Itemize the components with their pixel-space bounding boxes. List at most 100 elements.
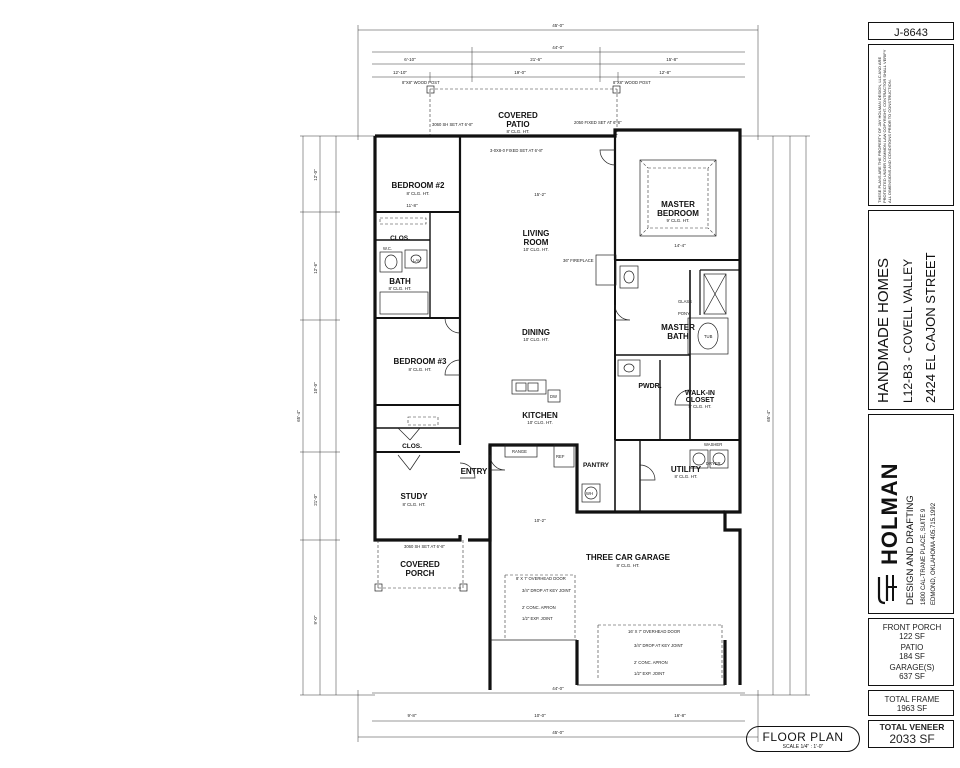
label-bedroom-2: BEDROOM #2 [392, 181, 445, 190]
dim-left-a: 12'-0" [313, 169, 318, 181]
patio-label: PATIO [900, 643, 924, 652]
designer-line1: DESIGN AND DRAFTING [905, 495, 916, 605]
dim-bottom-a: 9'-8" [408, 713, 417, 718]
label-walk-in: WALK-IN [685, 390, 715, 397]
dim-garage-w: 10'-2" [534, 518, 546, 523]
note-apron-2: 2' CONC. APRON [634, 660, 668, 665]
note-wc: W.C. [383, 246, 392, 251]
exterior-walls [373, 128, 742, 690]
sheet-title: FLOOR PLAN [762, 730, 844, 744]
label-kitchen-sub: 10' CLG. HT. [527, 420, 553, 425]
label-living: LIVING [523, 229, 550, 238]
dim-bed2-w: 11'-8" [406, 203, 418, 208]
interior-walls [375, 136, 740, 512]
note-tub: TUB [704, 334, 713, 339]
label-master-bath: MASTER [661, 323, 695, 332]
note-apron-1: 2' CONC. APRON [522, 605, 556, 610]
note-fireplace: 36" FIREPLACE [563, 258, 594, 263]
total-veneer-label: TOTAL VENEER [879, 722, 945, 732]
designer-name: HOLMAN [877, 462, 902, 565]
door-swings [397, 149, 691, 481]
label-dining: DINING [522, 328, 550, 337]
note-window-master: 2050 FIXED SET AT 6'-8" [574, 120, 622, 125]
label-master-bedroom-sub: 9' CLG. HT. [666, 218, 689, 223]
project-box: HANDMADE HOMES L12-B3 - COVELL VALLEY 24… [868, 210, 954, 410]
label-pantry: PANTRY [583, 462, 610, 469]
project-address: 2424 EL CAJON STREET [923, 252, 938, 403]
dim-patio-a: 12'-10" [393, 70, 407, 75]
dim-left-b: 12'-6" [313, 262, 318, 274]
label-utility: UTILITY [671, 465, 702, 474]
total-veneer-value: 2033 SF [889, 732, 935, 746]
total-frame-value: 1963 SF [896, 704, 928, 713]
dim-top-c: 15'-8" [666, 57, 678, 62]
note-ref: REF [556, 454, 565, 459]
note-range: RANGE [512, 449, 527, 454]
copyright-box: THESE PLANS ARE THE PROPERTY OF JAY HOLM… [868, 44, 954, 206]
dim-bottom-overall: 44'-0" [552, 686, 564, 691]
label-bath-sub: 8' CLG. HT. [388, 286, 411, 291]
note-overhead-door-2: 16' X 7' OVERHEAD DOOR [628, 629, 680, 634]
label-kitchen: KITCHEN [522, 411, 558, 420]
note-window-porch: 3060 SH SET AT 6'-8" [404, 544, 445, 549]
note-exp-2: 1/2" EXP. JOINT [634, 671, 665, 676]
copyright-note: THESE PLANS ARE THE PROPERTY OF JAY HOLM… [877, 49, 893, 203]
note-drop-1: 3/4" DROP AT KEY JOINT [522, 588, 572, 593]
label-utility-sub: 8' CLG. HT. [674, 474, 697, 479]
dim-bottom-overall-2: 45'-0" [552, 730, 564, 735]
dim-patio-b: 19'-0" [514, 70, 526, 75]
label-pwdr: PWDR. [638, 383, 661, 390]
dim-overall-top: 45'-0" [552, 23, 564, 28]
note-lav: LAV [413, 258, 421, 263]
note-drop-2: 3/4" DROP AT KEY JOINT [634, 643, 684, 648]
note-window-bed2: 3060 SH SET AT 6'-8" [432, 122, 473, 127]
dim-right-overall: 65'-4" [766, 410, 771, 422]
patio-value: 184 SF [899, 652, 925, 661]
note-washer: WASHER [704, 442, 722, 447]
label-master-bedroom: MASTER [661, 200, 695, 209]
label-clos-lower: CLOS. [402, 443, 422, 450]
note-wood-post-1: 8"X8" WOOD POST [402, 80, 440, 85]
title-block: J-8643 THESE PLANS ARE THE PROPERTY OF J… [868, 22, 956, 750]
job-number: J-8643 [894, 27, 928, 39]
label-covered-porch-2: PORCH [406, 569, 435, 578]
note-patio-door: 3-0X8-0 FIXED SET AT 6'-8" [490, 148, 544, 153]
project-lot: L12-B3 - COVELL VALLEY [901, 258, 915, 403]
label-master-bath-2: BATH [667, 332, 689, 341]
label-living-sub: 10' CLG. HT. [523, 247, 549, 252]
label-garage: THREE CAR GARAGE [586, 553, 671, 562]
label-master-bedroom-2: BEDROOM [657, 209, 699, 218]
label-walk-in-2: CLOSET [686, 397, 715, 404]
label-garage-sub: 8' CLG. HT. [616, 563, 639, 568]
total-veneer-box: TOTAL VENEER 2033 SF [868, 720, 954, 748]
note-wh: WH [586, 491, 593, 496]
label-entry: ENTRY [461, 467, 488, 476]
dim-living-w: 15'-2" [534, 192, 546, 197]
label-covered-patio: COVERED [498, 111, 538, 120]
dim-top-a: 6'-10" [404, 57, 416, 62]
label-dining-sub: 10' CLG. HT. [523, 337, 549, 342]
dim-patio-c: 12'-8" [659, 70, 671, 75]
label-walk-in-sub: 8' CLG. HT. [688, 404, 711, 409]
sheet-title-label: FLOOR PLAN SCALE 1/4" : 1'-0" [746, 726, 860, 752]
label-covered-patio-2: PATIO [506, 120, 529, 129]
front-porch-structure [374, 540, 468, 592]
note-pony: PONY [678, 311, 690, 316]
label-bedroom-3: BEDROOM #3 [394, 357, 447, 366]
label-living-2: ROOM [524, 238, 549, 247]
dim-bottom-b: 10'-0" [534, 713, 546, 718]
dim-left-d: 21'-0" [313, 494, 318, 506]
dim-overall-top-2: 44'-0" [552, 45, 564, 50]
label-covered-patio-sub: 8' CLG. HT. [506, 129, 529, 134]
fixtures [379, 159, 729, 503]
note-dryer: DRYER [706, 461, 721, 466]
project-builder: HANDMADE HOMES [875, 257, 892, 403]
note-wood-post-2: 8"X8" WOOD POST [613, 80, 651, 85]
label-bedroom-2-sub: 8' CLG. HT. [406, 191, 429, 196]
dim-top-b: 21'-6" [530, 57, 542, 62]
garage-area-label: GARAGE(S) [889, 663, 935, 672]
garage-area-value: 637 SF [899, 672, 925, 681]
covered-patio-structure [426, 85, 621, 135]
total-frame-box: TOTAL FRAME 1963 SF [868, 690, 954, 716]
